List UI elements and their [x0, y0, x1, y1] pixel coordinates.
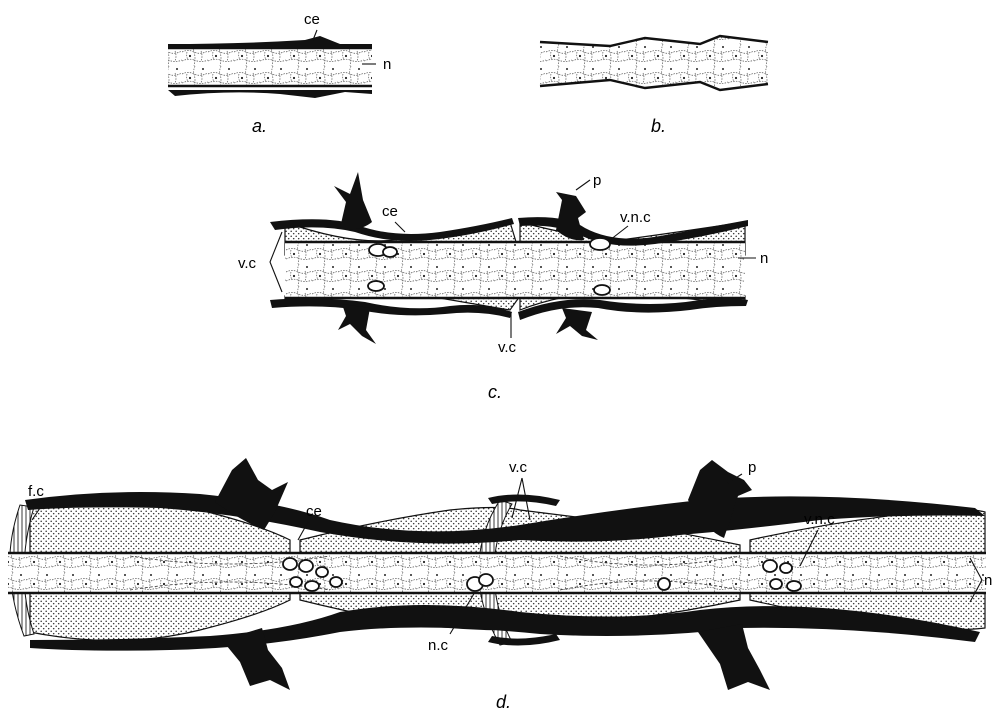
- nucleus-cell: [316, 567, 328, 577]
- label-n: n: [383, 56, 391, 73]
- label-p: p: [748, 459, 756, 476]
- label-n: n: [760, 250, 768, 267]
- nucleus-cell: [305, 581, 319, 591]
- notochord-cells: [285, 242, 745, 298]
- haemal-process: [698, 624, 770, 690]
- nucleus-cell: [368, 281, 384, 291]
- haemal-process: [556, 308, 598, 340]
- label-nc: n.c: [428, 637, 449, 654]
- caption-a: a.: [252, 116, 267, 136]
- label-n: n: [984, 572, 992, 589]
- panel-b: b.: [540, 36, 768, 136]
- label-fc: f.c: [28, 483, 44, 500]
- vc-bracket: [270, 232, 282, 292]
- label-ce: ce: [306, 503, 322, 520]
- label-vnc: v.n.c: [620, 209, 651, 226]
- lower-cartilage: [518, 298, 748, 320]
- notochord-cells: [168, 48, 372, 86]
- neural-process: [556, 192, 586, 240]
- vnc-leader: [610, 226, 628, 240]
- label-ce: ce: [382, 203, 398, 220]
- panel-a: ce n a.: [168, 11, 391, 136]
- label-vnc: v.n.c: [804, 511, 835, 528]
- panel-d: f.c ce v.c p v.n.c n.c n d.: [8, 458, 992, 712]
- nucleus-cell: [290, 577, 302, 587]
- label-vc-bottom: v.c: [498, 339, 517, 356]
- panel-c: p ce v.n.c v.c v.c n c.: [238, 172, 768, 402]
- label-p: p: [593, 172, 601, 189]
- neural-process: [334, 172, 372, 229]
- nucleus-cell: [658, 578, 670, 590]
- nucleus-cell: [780, 563, 792, 573]
- caption-d: d.: [496, 692, 511, 712]
- notochord-cells: [8, 553, 986, 593]
- lower-cartilage: [168, 90, 372, 98]
- label-vc: v.c: [509, 459, 528, 476]
- nucleus-cell: [299, 560, 313, 572]
- nucleus-cell: [590, 238, 610, 250]
- nucleus-cell: [770, 579, 782, 589]
- nucleus-cell: [330, 577, 342, 587]
- label-vc-left: v.c: [238, 255, 257, 272]
- caption-b: b.: [651, 116, 666, 136]
- caption-c: c.: [488, 382, 502, 402]
- nucleus-cell: [383, 247, 397, 257]
- nucleus-cell: [479, 574, 493, 586]
- nucleus-cell: [787, 581, 801, 591]
- nucleus-cell: [763, 560, 777, 572]
- upper-cartilage: [168, 36, 372, 48]
- nucleus-cell: [283, 558, 297, 570]
- p-leader: [576, 180, 590, 190]
- label-ce: ce: [304, 11, 320, 28]
- ce-leader: [395, 222, 405, 232]
- nucleus-cell: [594, 285, 610, 295]
